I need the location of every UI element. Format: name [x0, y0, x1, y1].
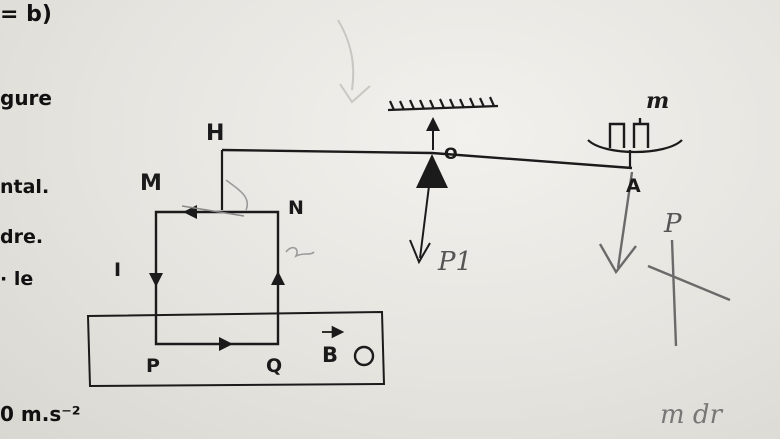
pencil-weight-arrow: [598, 171, 731, 347]
weight-arrow-p1: [419, 169, 432, 259]
margin-text-1: = b): [0, 2, 52, 27]
pencil-stroke: [339, 83, 371, 104]
pencil-stroke: [225, 179, 249, 211]
lever-beam: [221, 148, 633, 170]
corner-handwriting: m dr: [660, 400, 722, 430]
balance-pan: [587, 139, 683, 168]
mass-blocks: [608, 118, 650, 148]
label-a: A: [626, 175, 641, 197]
label-p-pencil: P: [663, 209, 682, 239]
label-p: P: [146, 355, 160, 377]
label-h: H: [206, 121, 224, 146]
margin-text-3: ntal.: [0, 176, 50, 198]
circuit-frame: [154, 210, 280, 346]
label-p1: P1: [437, 247, 472, 277]
label-n: N: [288, 197, 304, 219]
margin-text-6: 0 m.s⁻²: [0, 402, 81, 426]
label-q: Q: [266, 355, 282, 377]
weight-arrow-p1-head: [409, 239, 431, 265]
label-o: O: [444, 144, 458, 163]
pencil-stroke: [337, 19, 355, 91]
label-mass-m: m: [646, 88, 669, 114]
pencil-stroke: [181, 205, 245, 217]
label-i: I: [114, 259, 121, 281]
label-b: B: [322, 343, 338, 367]
fulcrum-triangle: [416, 154, 448, 188]
magnetic-field-region: [86, 310, 386, 388]
margin-text-4: dre.: [0, 226, 44, 248]
pencil-stroke: [285, 246, 315, 258]
ceiling-support: [387, 96, 499, 112]
field-direction-symbol: [353, 345, 375, 367]
label-m: M: [140, 171, 162, 196]
margin-text-2: gure: [0, 86, 52, 110]
margin-text-5: · le: [0, 268, 34, 290]
